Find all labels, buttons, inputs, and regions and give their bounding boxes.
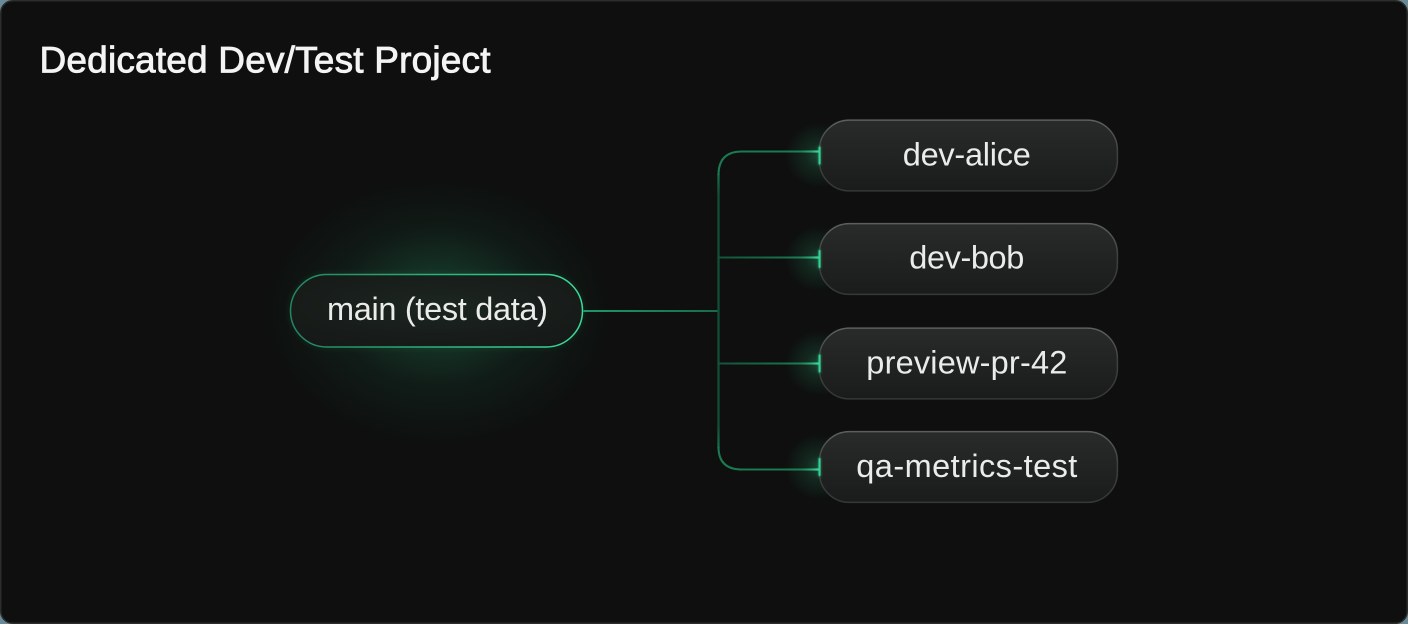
svg-text:Dedicated Dev/Test Project: Dedicated Dev/Test Project [40, 40, 492, 81]
svg-text:preview-pr-42: preview-pr-42 [866, 345, 1067, 381]
svg-text:dev-alice: dev-alice [903, 137, 1031, 173]
svg-text:main (test data): main (test data) [327, 291, 548, 327]
svg-text:qa-metrics-test: qa-metrics-test [856, 448, 1077, 484]
svg-text:dev-bob: dev-bob [909, 240, 1024, 276]
